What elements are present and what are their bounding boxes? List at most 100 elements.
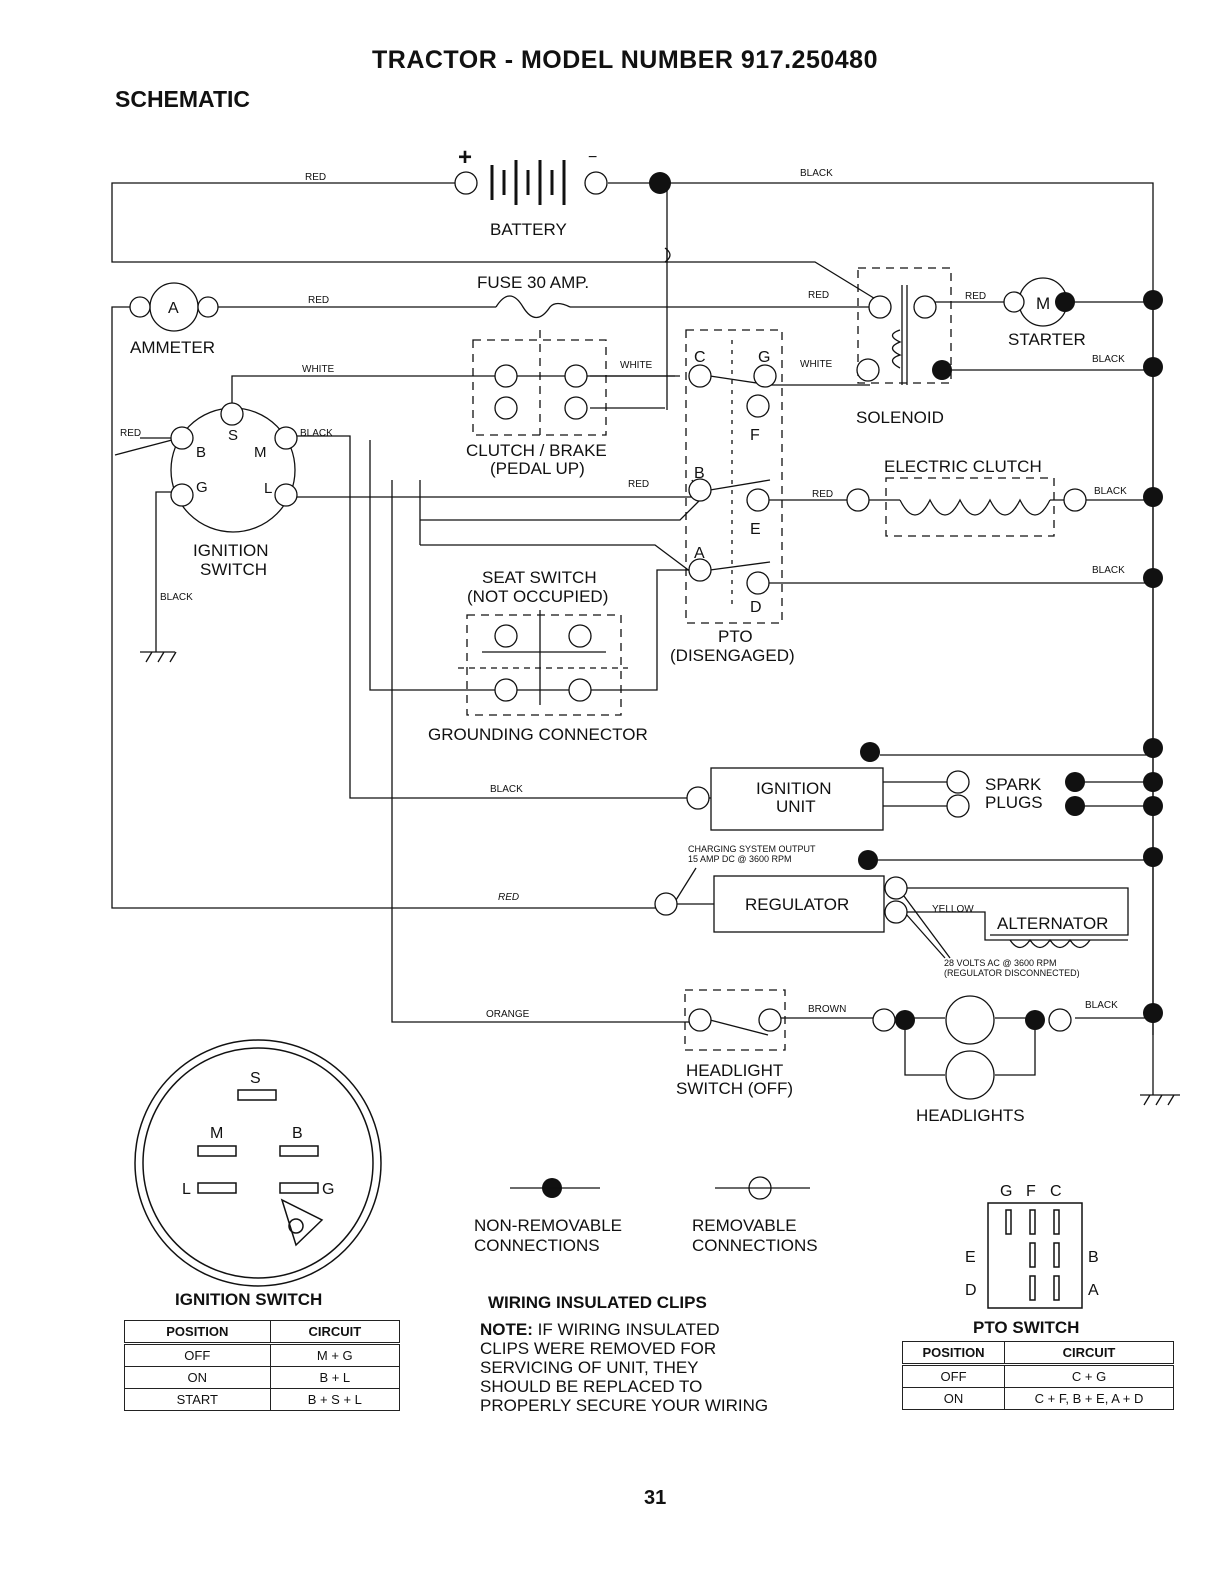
charging-note-2: 15 AMP DC @ 3600 RPM bbox=[688, 854, 792, 864]
headlight-switch-label-2: SWITCH (OFF) bbox=[676, 1079, 793, 1098]
clips-note-line: SERVICING OF UNIT, THEY bbox=[480, 1358, 699, 1377]
battery-minus: − bbox=[588, 149, 597, 166]
ign-term-l: L bbox=[264, 480, 272, 497]
clutch-label-2: (PEDAL UP) bbox=[490, 459, 585, 478]
ignition-table-cell: START bbox=[124, 1388, 271, 1411]
ignition-table-cell: B + L bbox=[269, 1366, 401, 1389]
pto-face-d: D bbox=[965, 1282, 977, 1299]
wire-label-red-ammeter: RED bbox=[308, 295, 329, 306]
pto-face-f: F bbox=[1026, 1183, 1036, 1200]
face-term-g: G bbox=[322, 1181, 334, 1198]
clutch-label-1: CLUTCH / BRAKE bbox=[466, 441, 607, 460]
electric-clutch-label: ELECTRIC CLUTCH bbox=[884, 457, 1042, 476]
pto-table-cell: C + F, B + E, A + D bbox=[1004, 1387, 1174, 1410]
ign-label-1: IGNITION bbox=[193, 541, 269, 560]
ign-term-s: S bbox=[228, 427, 238, 444]
wire-label-yellow: YELLOW bbox=[932, 904, 974, 915]
pto-term-c: C bbox=[694, 349, 706, 366]
ignition-table-cell: B + S + L bbox=[269, 1388, 401, 1411]
page-number: 31 bbox=[644, 1487, 667, 1509]
wire-label-red-solenoid: RED bbox=[808, 290, 829, 301]
section-heading: SCHEMATIC bbox=[115, 86, 251, 112]
ignition-unit-label-1: IGNITION bbox=[756, 779, 832, 798]
pto-face-b: B bbox=[1088, 1249, 1099, 1266]
pto-table-cell: ON bbox=[901, 1387, 1006, 1410]
pto-term-e: E bbox=[750, 521, 761, 538]
headlights-label: HEADLIGHTS bbox=[916, 1106, 1025, 1125]
ign-term-b: B bbox=[196, 444, 206, 461]
pto-term-d: D bbox=[750, 599, 762, 616]
pto-label-2: (DISENGAGED) bbox=[670, 646, 795, 665]
wire-label-red-top: RED bbox=[305, 172, 326, 183]
wire-label-black-starter: BLACK bbox=[1092, 354, 1125, 365]
wire-battery-red bbox=[111, 182, 668, 263]
charging-note-1: CHARGING SYSTEM OUTPUT bbox=[688, 844, 816, 854]
legend-removable-1: REMOVABLE bbox=[692, 1216, 797, 1235]
wire-label-red-reg: RED bbox=[498, 892, 519, 903]
wire-label-black-ignunit: BLACK bbox=[490, 784, 523, 795]
alternator-label: ALTERNATOR bbox=[997, 914, 1108, 933]
pto-term-a: A bbox=[694, 545, 705, 562]
wire-label-red-starter: RED bbox=[965, 291, 986, 302]
wire-label-brown: BROWN bbox=[808, 1004, 846, 1015]
pto-term-b: B bbox=[694, 465, 705, 482]
clips-note-line: PROPERLY SECURE YOUR WIRING bbox=[480, 1396, 769, 1415]
pto-switch-table: POSITION CIRCUIT OFF C + G ON C + F, B +… bbox=[901, 1341, 1174, 1410]
ign-term-g: G bbox=[196, 479, 208, 496]
ignition-table-caption: IGNITION SWITCH bbox=[175, 1290, 323, 1309]
wire-label-black-head: BLACK bbox=[1085, 1000, 1118, 1011]
pto-table-header-position: POSITION bbox=[901, 1341, 1006, 1366]
headlight-switch-label-1: HEADLIGHT bbox=[686, 1061, 783, 1080]
legend-removable-2: CONNECTIONS bbox=[692, 1236, 818, 1255]
ignition-table-cell: ON bbox=[124, 1366, 271, 1389]
face-term-b: B bbox=[292, 1125, 303, 1142]
pto-term-f: F bbox=[750, 427, 760, 444]
ammeter-label: AMMETER bbox=[130, 338, 215, 357]
pto-table-header-circuit: CIRCUIT bbox=[1004, 1341, 1174, 1366]
wire-label-black-clutch: BLACK bbox=[1094, 486, 1127, 497]
wire-label-red-ign: RED bbox=[120, 428, 141, 439]
starter-symbol: M bbox=[1036, 294, 1050, 313]
ammeter-symbol: A bbox=[168, 300, 179, 317]
pto-face-e: E bbox=[965, 1249, 976, 1266]
ignition-table-cell: OFF bbox=[124, 1343, 271, 1367]
solenoid-label: SOLENOID bbox=[856, 408, 944, 427]
pto-table-cell: OFF bbox=[901, 1364, 1006, 1388]
wire-label-black-top: BLACK bbox=[800, 168, 833, 179]
wire-battery-solenoid bbox=[665, 261, 878, 301]
battery-label: BATTERY bbox=[490, 220, 567, 239]
wire-label-white-mid: WHITE bbox=[620, 360, 653, 371]
wire-label-black-pto: BLACK bbox=[1092, 565, 1125, 576]
battery-plus: + bbox=[458, 144, 472, 171]
alternator-note-2: (REGULATOR DISCONNECTED) bbox=[944, 968, 1080, 978]
page-title: TRACTOR - MODEL NUMBER 917.250480 bbox=[372, 46, 878, 74]
ignition-switch-table: POSITION CIRCUIT OFF M + G ON B + L STAR… bbox=[124, 1320, 401, 1411]
ignition-table-cell: M + G bbox=[269, 1343, 401, 1367]
grounding-label: GROUNDING CONNECTOR bbox=[428, 725, 648, 744]
wire-label-white-left: WHITE bbox=[302, 364, 335, 375]
ignition-unit-label-2: UNIT bbox=[776, 797, 816, 816]
clips-note-line: SHOULD BE REPLACED TO bbox=[480, 1377, 703, 1396]
fuse-label: FUSE 30 AMP. bbox=[477, 273, 589, 292]
pto-table-cell: C + G bbox=[1004, 1364, 1174, 1388]
face-term-s: S bbox=[250, 1070, 261, 1087]
clips-note-line: IF WIRING INSULATED bbox=[537, 1320, 720, 1339]
ign-term-m: M bbox=[254, 444, 267, 461]
pto-face-c: C bbox=[1050, 1183, 1062, 1200]
ignition-table-header-position: POSITION bbox=[124, 1320, 271, 1345]
starter-label: STARTER bbox=[1008, 330, 1086, 349]
wire-label-white-sol: WHITE bbox=[800, 359, 833, 370]
wire-label-red-pto: RED bbox=[628, 479, 649, 490]
clips-note-label: NOTE: bbox=[480, 1320, 533, 1339]
pto-table-caption: PTO SWITCH bbox=[973, 1318, 1080, 1337]
pto-term-g: G bbox=[758, 349, 770, 366]
seat-label-1: SEAT SWITCH bbox=[482, 568, 597, 587]
spark-label-1: SPARK bbox=[985, 775, 1042, 794]
pto-face-a: A bbox=[1088, 1282, 1099, 1299]
clips-note-line: CLIPS WERE REMOVED FOR bbox=[480, 1339, 717, 1358]
pto-label-1: PTO bbox=[718, 627, 753, 646]
wire-label-red-clutch: RED bbox=[812, 489, 833, 500]
clips-note: NOTE: IF WIRING INSULATED CLIPS WERE REM… bbox=[480, 1320, 768, 1415]
seat-label-2: (NOT OCCUPIED) bbox=[467, 587, 608, 606]
wire-label-orange: ORANGE bbox=[486, 1009, 530, 1020]
